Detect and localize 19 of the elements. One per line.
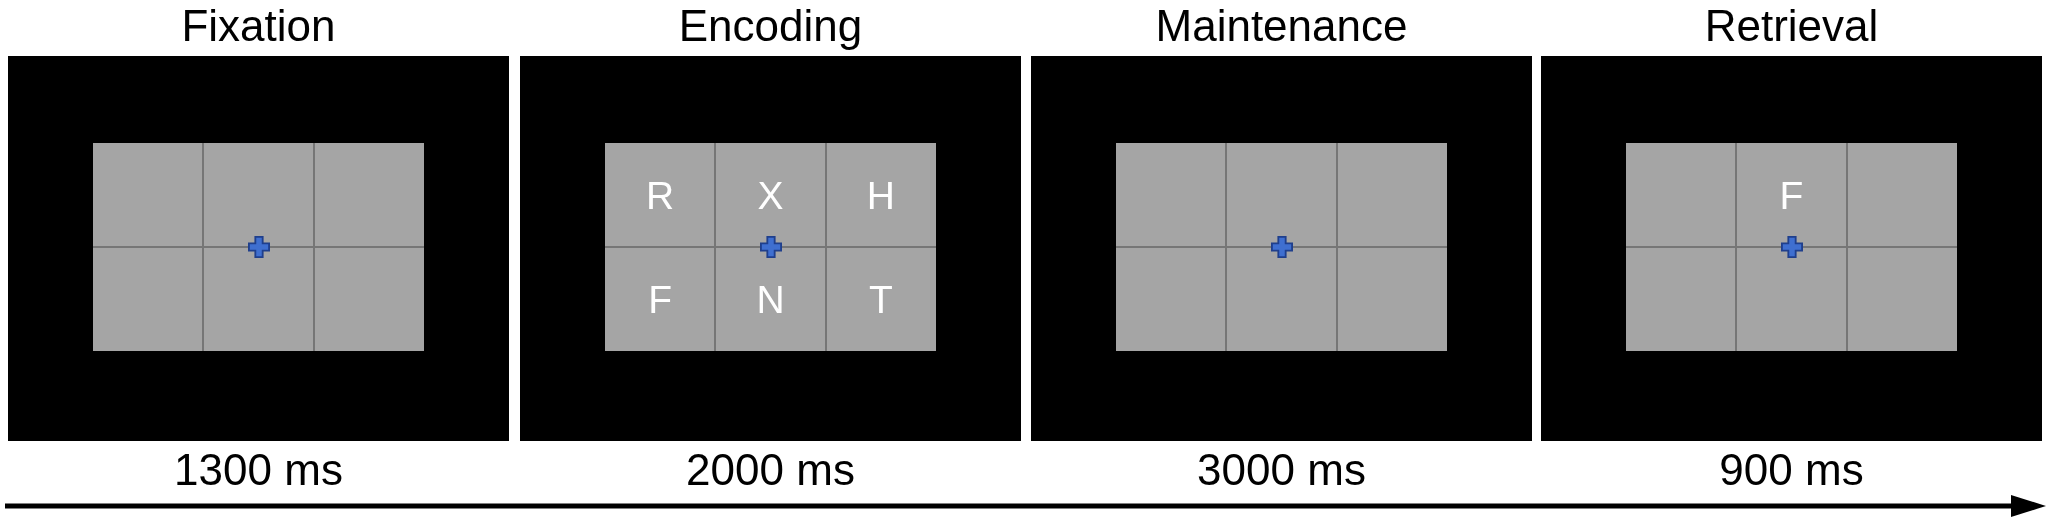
phase-title: Fixation — [181, 4, 336, 48]
duration-label: 1300 ms — [174, 448, 343, 492]
stimulus-letter: F — [1779, 175, 1804, 215]
stimulus-letter: T — [868, 279, 893, 319]
duration-label: 3000 ms — [1197, 448, 1366, 492]
stimulus-grid — [93, 143, 424, 351]
phase-title: Maintenance — [1155, 4, 1408, 48]
stimulus-grid — [1626, 143, 1957, 351]
phase-title: Retrieval — [1704, 4, 1879, 48]
stimulus-letter: F — [648, 279, 673, 319]
stimulus-letter: N — [756, 279, 785, 319]
stimulus-grid — [1116, 143, 1447, 351]
stimulus-letter: X — [757, 175, 784, 215]
phase-title: Encoding — [678, 4, 863, 48]
stimulus-grid — [605, 143, 936, 351]
duration-label: 2000 ms — [686, 448, 855, 492]
stimulus-letter: R — [646, 175, 675, 215]
duration-label: 900 ms — [1719, 448, 1864, 492]
stimulus-letter: H — [866, 175, 895, 215]
